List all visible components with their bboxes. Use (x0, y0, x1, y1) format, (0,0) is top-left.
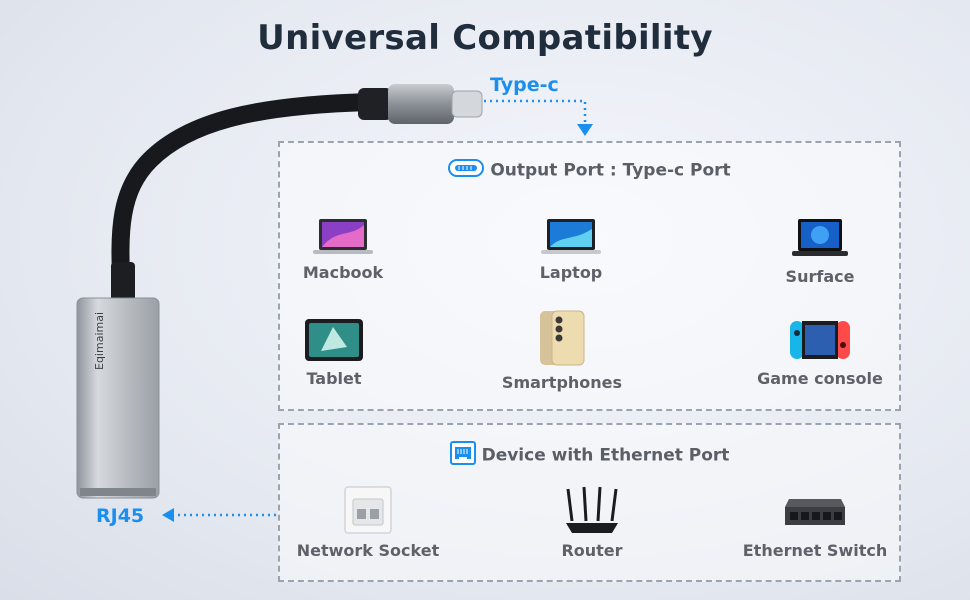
device-game-console: Game console (735, 317, 905, 388)
output-port-heading-text: Output Port : Type-c Port (490, 160, 731, 181)
usb-c-port-icon (448, 159, 485, 182)
ethernet-port-icon (449, 441, 476, 470)
rj45-callout: RJ45 (96, 505, 145, 527)
tablet-icon (305, 319, 363, 361)
device-laptop: Laptop (486, 217, 656, 282)
router-icon (566, 486, 618, 533)
page-title: Universal Compatibility (257, 18, 713, 58)
macbook-icon (313, 219, 373, 254)
ethernet-port-heading-text: Device with Ethernet Port (481, 445, 730, 466)
surface-icon (792, 219, 848, 256)
type-c-callout: Type-c (490, 74, 559, 96)
ethernet-port-heading: Device with Ethernet Port (280, 441, 899, 470)
device-router: Router (507, 485, 677, 560)
output-port-heading: Output Port : Type-c Port (280, 159, 899, 182)
ethernet-port-panel: Device with Ethernet Port Network Socket… (278, 423, 901, 582)
device-ethernet-switch: Ethernet Switch (730, 485, 900, 560)
brand-text: Eqimaimai (93, 312, 106, 370)
device-macbook: Macbook (258, 217, 428, 282)
output-port-panel: Output Port : Type-c Port Macbook Laptop… (278, 141, 901, 411)
device-network-socket: Network Socket (283, 485, 453, 560)
laptop-icon (541, 219, 601, 254)
ethernet-switch-icon (785, 499, 845, 525)
device-tablet: Tablet (249, 317, 419, 388)
game-console-icon (790, 321, 850, 359)
device-smartphones: Smartphones (477, 309, 647, 392)
smartphones-icon (540, 310, 585, 366)
device-surface: Surface (735, 217, 905, 286)
network-socket-icon (344, 486, 392, 534)
